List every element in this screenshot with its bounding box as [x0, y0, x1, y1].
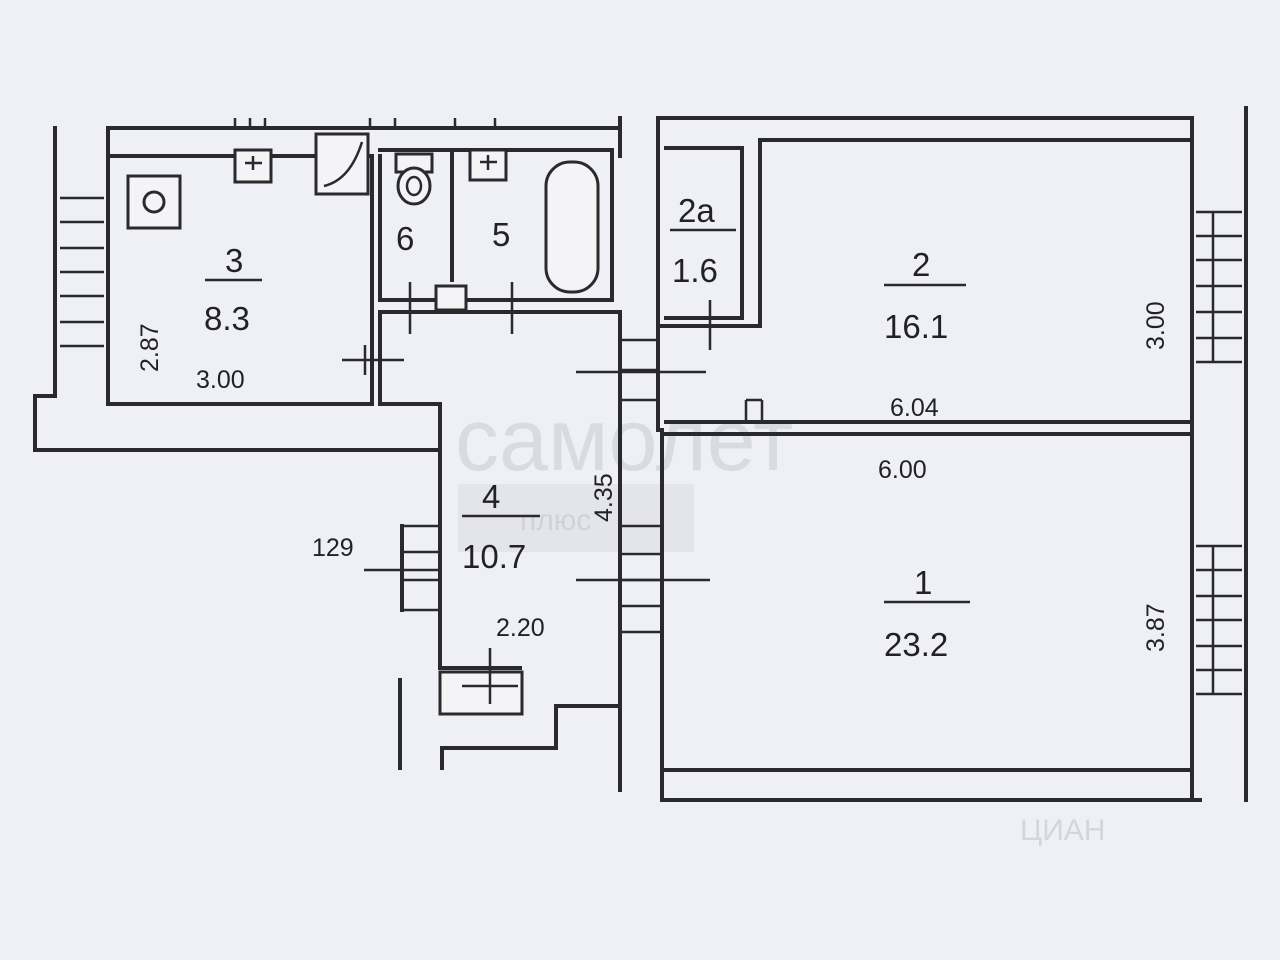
room-number: 3 — [225, 242, 243, 279]
dimension-room1-width: 6.00 — [878, 456, 927, 484]
dimension-room2-depth: 3.00 — [1142, 301, 1170, 350]
room-2a-label: 2a 1.6 — [670, 192, 736, 289]
dimension-hall-length: 4.35 — [590, 473, 618, 522]
water-heater-mark — [323, 141, 364, 188]
room-5-label: 5 — [492, 216, 510, 253]
window-right-top — [1196, 210, 1242, 364]
stove-burner — [142, 190, 166, 214]
room-3-label: 3 8.3 — [204, 242, 262, 337]
watermark-text: самолет — [455, 390, 793, 489]
room-area: 23.2 — [884, 626, 948, 663]
room-2-label: 2 16.1 — [884, 246, 966, 345]
dimension-room3-depth: 2.87 — [136, 323, 164, 372]
window-left — [60, 196, 104, 348]
watermark-badge — [458, 484, 694, 552]
toilet-bowl — [396, 166, 432, 206]
room-area: 16.1 — [884, 308, 948, 345]
dimension-hall-side: 129 — [312, 534, 354, 562]
room-6-label: 6 — [396, 220, 414, 257]
room-number: 4 — [482, 478, 500, 515]
water-heater — [314, 132, 370, 196]
room-number: 2a — [678, 192, 715, 229]
dimension-hall-width: 2.20 — [496, 614, 545, 642]
bathtub — [544, 160, 600, 294]
room-number: 5 — [492, 216, 510, 253]
top-wall-ticks — [233, 118, 497, 128]
room-area: 10.7 — [462, 538, 526, 575]
dimension-room2-width: 6.04 — [890, 394, 939, 422]
room-number: 2 — [912, 246, 930, 283]
shaft — [434, 284, 468, 312]
watermark-corner-text: ЦИАН — [1020, 814, 1105, 847]
room-area: 8.3 — [204, 300, 250, 337]
room-4-label: 4 10.7 — [462, 478, 540, 575]
watermark-badge-text: плюс — [520, 504, 591, 537]
room-area: 1.6 — [672, 252, 718, 289]
room-number: 1 — [914, 564, 932, 601]
entrance-cabinet — [438, 670, 524, 716]
room-1-label: 1 23.2 — [884, 564, 970, 663]
window-right-bottom — [1196, 544, 1242, 696]
dimension-room1-depth: 3.87 — [1142, 603, 1170, 652]
room-number: 6 — [396, 220, 414, 257]
dimension-room3-width: 3.00 — [196, 366, 245, 394]
